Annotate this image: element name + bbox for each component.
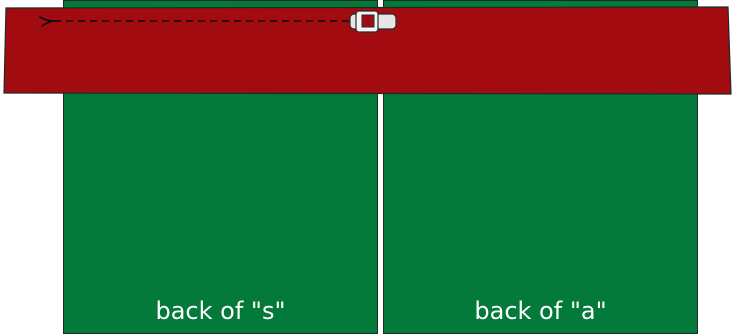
card-label-a: back of "a" bbox=[384, 297, 697, 325]
zipper-slider-icon[interactable] bbox=[350, 11, 396, 32]
red-zipper-pouch[interactable] bbox=[0, 0, 732, 96]
card-label-s: back of "s" bbox=[64, 297, 377, 325]
